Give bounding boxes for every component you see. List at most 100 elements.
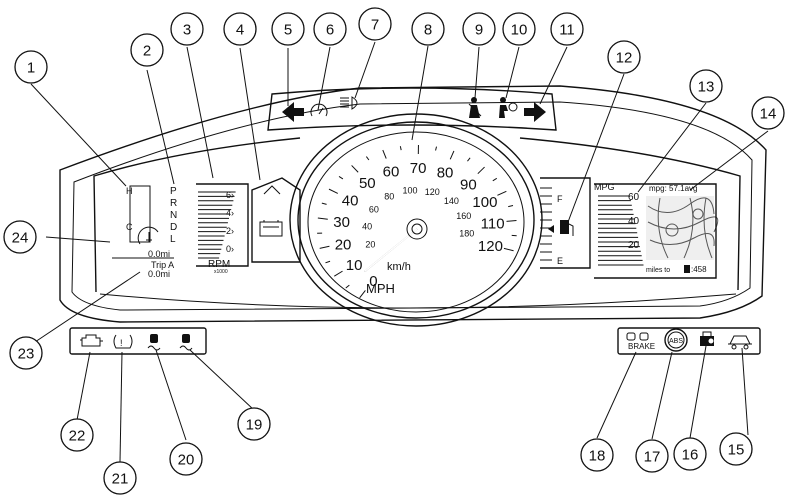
- speedometer-tick: [467, 157, 471, 162]
- svg-text:4: 4: [236, 22, 244, 39]
- top-indicator-pod: [267, 87, 557, 131]
- callout-14: 14: [751, 96, 785, 130]
- mpg-scale-label: 60: [628, 192, 640, 203]
- tach-label: 6›: [226, 190, 234, 200]
- speedometer-tick: [321, 202, 327, 205]
- svg-text:8: 8: [424, 22, 432, 39]
- svg-text:5: 5: [284, 22, 292, 39]
- callout-12: 12: [607, 40, 641, 74]
- mph-label: 50: [359, 175, 376, 192]
- kmh-label: 160: [456, 211, 471, 221]
- speedometer-tick: [365, 156, 370, 161]
- callout-20: 20: [169, 442, 203, 476]
- right-turn-arrow-icon: [524, 102, 546, 122]
- needle-hub-inner: [411, 223, 423, 235]
- callout-3: 3: [170, 12, 204, 46]
- callout-13: 13: [689, 69, 723, 103]
- needle-hub: [406, 218, 428, 240]
- svg-text:12: 12: [616, 50, 633, 67]
- tire-pressure-icon: !: [113, 334, 133, 349]
- mph-label: 80: [437, 164, 454, 181]
- svg-text:13: 13: [698, 79, 715, 96]
- svg-text:16: 16: [682, 447, 699, 464]
- mpg-scale-label: 20: [628, 240, 640, 251]
- speedometer-tick: [449, 150, 455, 160]
- gear-letter: P: [170, 186, 177, 197]
- mph-label: 30: [333, 214, 350, 231]
- speedometer-tick: [506, 219, 517, 222]
- svg-text:6: 6: [326, 22, 334, 39]
- mpg-scale-labels: 60 40 20: [628, 192, 640, 251]
- mph-label: 90: [460, 176, 477, 193]
- right-warning-strip: [617, 327, 761, 355]
- tachometer-labels: 6›4›2›0›: [226, 190, 234, 254]
- speedometer-needle: [364, 228, 418, 273]
- cluster-bezel-right: [519, 137, 741, 291]
- trip-value: 0.0mi: [148, 269, 170, 279]
- svg-text:3: 3: [183, 22, 191, 39]
- service-adviser-icon: [728, 335, 752, 350]
- tach-label: 2›: [226, 226, 234, 236]
- svg-text:21: 21: [112, 471, 129, 488]
- mpg-display-frame: [594, 183, 717, 279]
- kmh-label: 20: [365, 239, 375, 249]
- speedometer-tick: [325, 260, 331, 264]
- coolant-temp-icon: [137, 226, 159, 245]
- callout-9: 9: [462, 12, 496, 46]
- kmh-label: 120: [425, 187, 440, 197]
- fuel-full-label: F: [557, 194, 563, 204]
- brake-label: BRAKE: [628, 342, 655, 351]
- callout-16: 16: [673, 437, 707, 471]
- speedometer-tick: [508, 205, 514, 208]
- speedometer-tick: [497, 190, 507, 196]
- callout-8: 8: [411, 12, 445, 46]
- gear-letter: R: [170, 198, 177, 209]
- svg-text:10: 10: [511, 22, 528, 39]
- speedometer-tick: [333, 270, 343, 277]
- callout-6: 6: [313, 12, 347, 46]
- svg-text:23: 23: [18, 346, 35, 363]
- kmh-label: 140: [444, 196, 459, 206]
- svg-text:18: 18: [589, 448, 606, 465]
- speedometer-tick: [319, 245, 330, 249]
- charging-pod: [251, 177, 301, 263]
- fuel-gauge-frame: [540, 177, 591, 269]
- speedometer-face: [307, 131, 525, 313]
- callout-24: 24: [3, 220, 37, 254]
- mpg-bar-graph: [598, 195, 644, 266]
- svg-text:22: 22: [69, 428, 86, 445]
- mpg-title: MPG: [594, 182, 615, 192]
- callout-15: 15: [719, 432, 753, 466]
- speedometer-tick: [338, 176, 344, 180]
- mph-label: 20: [335, 236, 352, 253]
- speedometer-tick: [477, 166, 485, 175]
- callout-1: 1: [14, 50, 48, 84]
- callout-5: 5: [271, 12, 305, 46]
- speedometer-tick: [345, 284, 350, 289]
- kmh-label: 60: [369, 205, 379, 215]
- gear-letter: L: [170, 234, 176, 245]
- airbag-warning-icon: [499, 97, 518, 118]
- svg-text:14: 14: [760, 106, 777, 123]
- check-engine-icon: [80, 334, 103, 347]
- charging-up-arrow: [263, 185, 281, 195]
- rpm-label: RPM: [208, 259, 230, 270]
- needle-core: [364, 228, 418, 273]
- mph-label: 100: [472, 194, 497, 211]
- svg-text:!: !: [120, 338, 123, 348]
- anti-theft-icon: [700, 331, 714, 346]
- abs-label: ABS: [669, 338, 683, 345]
- mph-label: 0: [369, 273, 377, 290]
- svg-text:9: 9: [475, 22, 483, 39]
- gear-letter: D: [170, 222, 177, 233]
- callout-10: 10: [502, 12, 536, 46]
- rpm-multiplier: x1000: [214, 269, 228, 275]
- traction-control-icon: [147, 334, 161, 351]
- mpg-scale-label: 40: [628, 216, 640, 227]
- callout-17: 17: [635, 439, 669, 473]
- cluster-housing-outer: [59, 85, 767, 323]
